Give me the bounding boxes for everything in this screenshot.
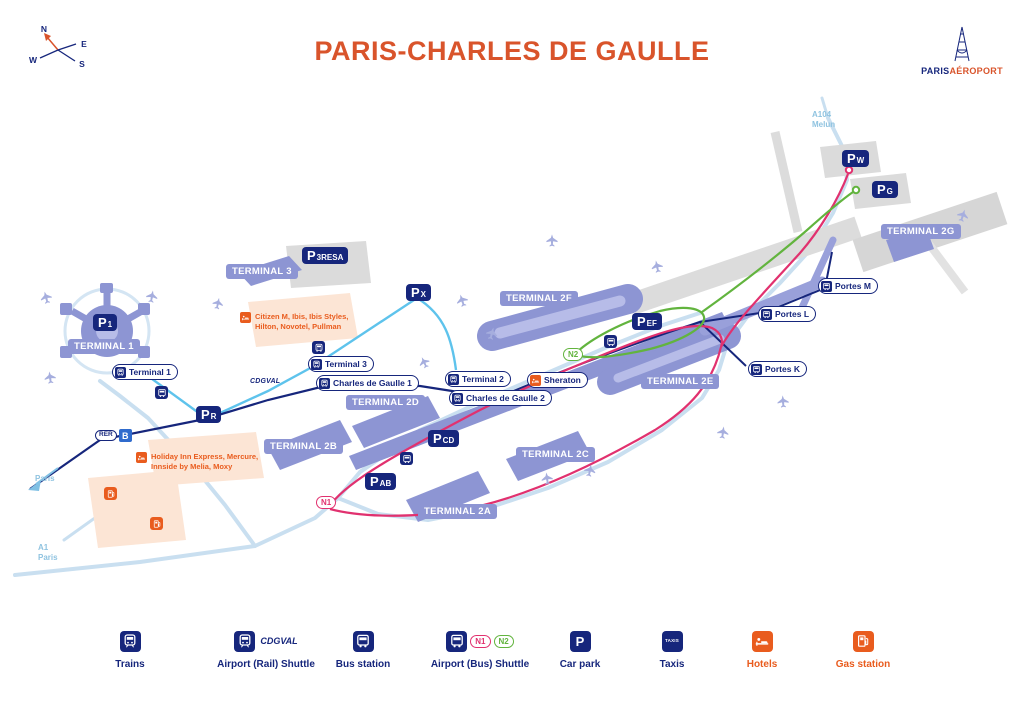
paris-aeroport-wordmark: PARISAÉROPORT: [921, 66, 1003, 76]
compass-w: W: [29, 55, 38, 65]
station-portes-l: Portes L: [758, 306, 817, 322]
paris-aeroport-logo: PARISAÉROPORT: [916, 24, 1008, 76]
n2-line-tail: [701, 191, 854, 313]
infrastructure-grey: [286, 130, 1008, 315]
n1-line-tail: [720, 173, 850, 348]
station-terminal-1: Terminal 1: [112, 364, 178, 380]
legend-hotels: Hotels: [726, 630, 798, 670]
n1-line-south: [329, 346, 723, 517]
cdgval-line: [147, 296, 458, 421]
terminal-label-2d: TERMINAL 2D: [346, 395, 425, 410]
terminal-label-2e: TERMINAL 2E: [641, 374, 720, 389]
shuttle-icon: [311, 358, 322, 370]
bus-icon: [761, 308, 772, 320]
bus-icon: [400, 452, 413, 465]
n2-shuttle-badge: N2: [563, 348, 584, 361]
station-terminal-3: Terminal 3: [308, 356, 374, 372]
taxi-icon: TAXIS: [661, 630, 683, 652]
logo-paris-text: PARIS: [921, 66, 950, 76]
paris-aeroport-tower-icon: [954, 26, 970, 62]
rer-b-badge: RER B: [95, 429, 132, 442]
legend-gas-station: Gas station: [818, 630, 908, 670]
legend-bus-shuttle: N1 N2 Airport (Bus) Shuttle: [412, 630, 548, 670]
legend-taxis: TAXIS Taxis: [640, 630, 704, 670]
n2-line-loop: [575, 306, 706, 359]
logo-aeroport-text: AÉROPORT: [949, 66, 1003, 76]
hotel-note-terminal-3: Citizen M, Ibis, Ibis Styles, Hilton, No…: [240, 312, 360, 332]
hotel-icon: [530, 374, 541, 386]
shuttle-icon: [115, 366, 126, 378]
car-park-icon: P: [569, 630, 591, 652]
gas-station-icon: [852, 630, 874, 652]
bus-icon: [352, 630, 374, 652]
gas-station-icon: [104, 487, 117, 500]
bus-icon: [821, 280, 832, 292]
shuttle-icon: [234, 630, 256, 652]
train-icon: [119, 630, 141, 652]
station-sheraton: Sheraton: [527, 372, 588, 388]
shuttle-icon: [312, 341, 325, 354]
terminal-label-2c: TERMINAL 2C: [516, 447, 595, 462]
compass-rose: N E W S: [29, 24, 87, 69]
cdgval-tag: CDGVAL: [260, 636, 298, 646]
bus-icon: [155, 386, 168, 399]
station-charles-de-gaulle-2: Charles de Gaulle 2: [449, 390, 552, 406]
bus-icon: [751, 363, 762, 375]
cdgval-line-label: CDGVAL: [250, 378, 281, 385]
terminal-label-2b: TERMINAL 2B: [264, 439, 343, 454]
bus-icon: [604, 335, 617, 348]
station-portes-m: Portes M: [818, 278, 878, 294]
station-charles-de-gaulle-1: Charles de Gaulle 1: [316, 375, 419, 391]
rer-line-b-icon: B: [118, 429, 132, 442]
a104-road-label: A104 Melun: [812, 110, 836, 129]
compass-s: S: [79, 59, 85, 69]
terminal-label-3: TERMINAL 3: [226, 264, 298, 279]
terminal-label-2g: TERMINAL 2G: [881, 224, 961, 239]
terminal-label-2f: TERMINAL 2F: [500, 291, 578, 306]
n1-line-north: [331, 324, 723, 504]
hotel-note-roissypole: Holiday Inn Express, Mercure, Innside by…: [136, 452, 266, 472]
station-portes-k: Portes K: [748, 361, 807, 377]
paris-direction-label: Paris: [35, 474, 55, 483]
terminal-label-2a: TERMINAL 2A: [418, 504, 497, 519]
hotel-icon: [751, 630, 773, 652]
n1-shuttle-badge: N1: [316, 496, 337, 509]
train-icon: [319, 377, 330, 389]
compass-e: E: [81, 39, 87, 49]
page-title: PARIS-CHARLES DE GAULLE: [314, 36, 710, 66]
a1-road-label: A1 Paris: [38, 543, 58, 562]
legend-bus-station: Bus station: [323, 630, 403, 670]
legend-trains: Trains: [100, 630, 160, 670]
train-icon: [452, 392, 463, 404]
n2-badge: N2: [493, 634, 514, 648]
station-terminal-2: Terminal 2: [445, 371, 511, 387]
n1-badge: N1: [470, 634, 491, 648]
compass-n: N: [41, 24, 47, 34]
legend-rail-shuttle: CDGVAL Airport (Rail) Shuttle: [196, 630, 336, 670]
hotel-icon: [136, 452, 147, 463]
transit-lines: [28, 165, 861, 517]
gas-station-icon: [150, 517, 163, 530]
legend-car-park: P Car park: [545, 630, 615, 670]
terminal-label-1: TERMINAL 1: [68, 339, 140, 354]
hotel-icon: [240, 312, 251, 323]
shuttle-icon: [448, 373, 459, 385]
bus-icon: [446, 630, 468, 652]
rer-network-label: RER: [95, 430, 117, 441]
